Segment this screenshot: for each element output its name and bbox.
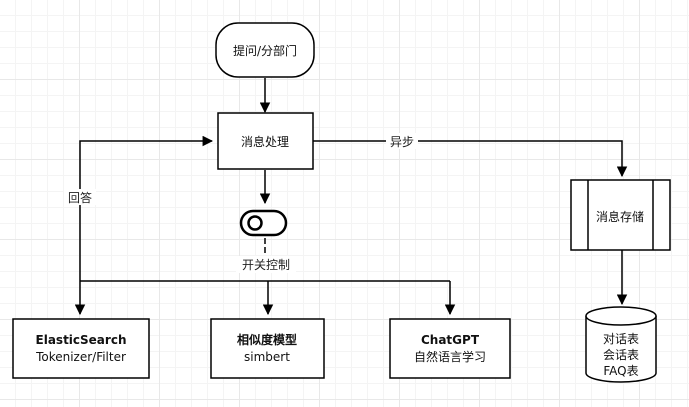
elasticsearch-node: ElasticSearch Tokenizer/Filter [12, 318, 150, 379]
similarity-subtitle: simbert [244, 350, 290, 364]
message-storage-node: 消息存储 [570, 179, 671, 251]
message-process-node: 消息处理 [217, 112, 314, 170]
question-node: 提问/分部门 [215, 22, 315, 78]
edge-answer-label: 回答 [64, 189, 96, 205]
svg-text:异步: 异步 [390, 135, 414, 149]
edge-answer-to-process [79, 135, 214, 281]
svg-text:回答: 回答 [68, 190, 92, 205]
es-subtitle: Tokenizer/Filter [35, 350, 126, 364]
similarity-model-node: 相似度模型 simbert [210, 318, 325, 379]
svg-text:消息处理: 消息处理 [241, 134, 289, 149]
chatgpt-subtitle: 自然语言学习 [414, 349, 486, 364]
switch-control-label: 开关控制 [236, 256, 296, 273]
svg-text:消息存储: 消息存储 [596, 209, 644, 224]
db-table-1: 对话表 [603, 332, 639, 346]
database-node: 对话表 会话表 FAQ表 [585, 306, 657, 383]
svg-text:提问/分部门: 提问/分部门 [233, 43, 297, 58]
edge-process-to-storage [313, 140, 628, 178]
svg-text:开关控制: 开关控制 [242, 258, 290, 272]
similarity-title: 相似度模型 [237, 332, 297, 347]
edges [74, 78, 628, 316]
chatgpt-title: ChatGPT [421, 333, 480, 347]
chatgpt-node: ChatGPT 自然语言学习 [389, 318, 511, 379]
db-table-2: 会话表 [603, 348, 639, 362]
db-table-3: FAQ表 [603, 364, 638, 378]
edge-async-label: 异步 [386, 133, 418, 149]
toggle-switch[interactable] [239, 209, 288, 237]
toggle-knob-icon [247, 215, 263, 231]
es-title: ElasticSearch [36, 333, 127, 347]
